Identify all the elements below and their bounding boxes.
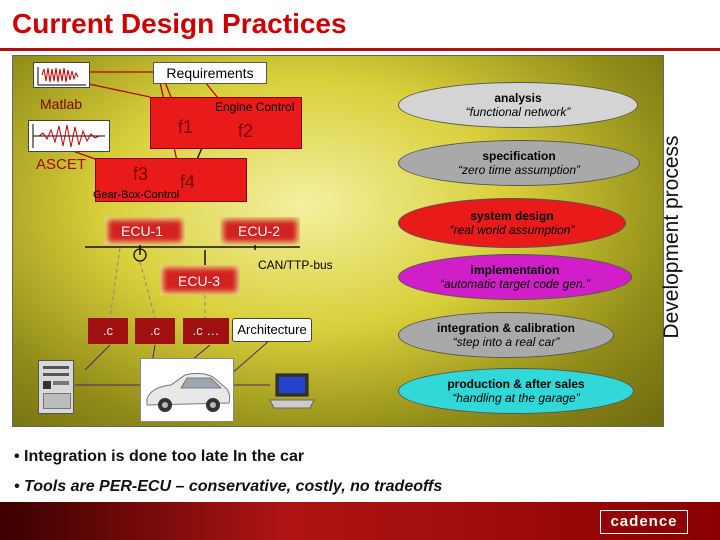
matlab-label: Matlab — [40, 96, 83, 112]
process-system-design-subtitle: “real world assumption” — [449, 223, 575, 237]
process-production: production & after sales “handling at th… — [398, 368, 634, 414]
laptop-icon — [268, 372, 316, 412]
ecu-3-label: ECU-3 — [178, 273, 221, 289]
process-analysis: analysis “functional network” — [398, 82, 638, 128]
process-production-subtitle: “handling at the garage” — [452, 391, 580, 405]
process-integration-title: integration & calibration — [436, 321, 575, 335]
page-title: Current Design Practices — [12, 8, 347, 39]
bullet-item: • Tools are PER-ECU – conservative, cost… — [14, 478, 443, 495]
bullet-text: Integration is done too late In the car — [24, 448, 305, 465]
function-f2: f2 — [238, 121, 254, 141]
bullet-text: Tools are PER-ECU – conservative, costly… — [24, 478, 443, 495]
process-specification-subtitle: “zero time assumption” — [457, 163, 581, 177]
process-implementation-subtitle: “automatic target code gen.” — [439, 277, 591, 291]
c-file-3: .c … — [183, 318, 229, 344]
function-f1: f1 — [178, 117, 194, 137]
engine-control-label: Engine Control — [215, 100, 295, 114]
process-production-title: production & after sales — [447, 377, 585, 391]
title-divider — [0, 48, 720, 51]
function-f4: f4 — [180, 172, 196, 192]
bus-label: CAN/TTP-bus — [258, 258, 333, 272]
process-system-design-title: system design — [470, 209, 554, 223]
ecu-2-box: ECU-2 — [220, 217, 300, 245]
function-f3: f3 — [133, 164, 149, 184]
ascet-waveform — [28, 120, 110, 152]
car-icon — [146, 372, 231, 412]
engine-control-box — [150, 97, 302, 149]
ecu-2-label: ECU-2 — [238, 223, 281, 239]
ascet-label: ASCET — [36, 156, 87, 173]
architecture-box: Architecture — [232, 318, 312, 342]
waveform-icon — [37, 67, 86, 86]
car-image — [140, 358, 234, 422]
process-implementation-title: implementation — [470, 263, 560, 277]
process-implementation: implementation “automatic target code ge… — [398, 254, 632, 300]
c-file-1: .c — [88, 318, 128, 344]
process-specification-title: specification — [482, 149, 556, 163]
process-integration-subtitle: “step into a real car” — [452, 335, 560, 349]
gear-box-control-box — [95, 158, 247, 202]
pc-tower-icon — [38, 360, 74, 414]
cadence-logo: cadence — [600, 510, 688, 534]
gear-box-control-label: Gear-Box-Control — [93, 189, 180, 201]
ecu-3-box: ECU-3 — [160, 265, 240, 295]
bullet-item: • Integration is done too late In the ca… — [14, 448, 305, 465]
matlab-waveform — [33, 62, 90, 88]
bullet-list: • Integration is done too late In the ca… — [14, 448, 704, 508]
ecu-1-label: ECU-1 — [121, 223, 164, 239]
process-system-design: system design “real world assumption” — [398, 198, 626, 248]
requirements-box: Requirements — [153, 62, 267, 84]
process-integration-calibration: integration & calibration “step into a r… — [398, 312, 614, 358]
process-specification: specification “zero time assumption” — [398, 140, 640, 186]
process-analysis-subtitle: “functional network” — [465, 105, 571, 119]
c-file-2: .c — [135, 318, 175, 344]
ecu-1-box: ECU-1 — [105, 217, 185, 245]
waveform-icon — [32, 124, 105, 148]
process-analysis-title: analysis — [494, 91, 542, 105]
development-process-label: Development process — [660, 135, 683, 339]
